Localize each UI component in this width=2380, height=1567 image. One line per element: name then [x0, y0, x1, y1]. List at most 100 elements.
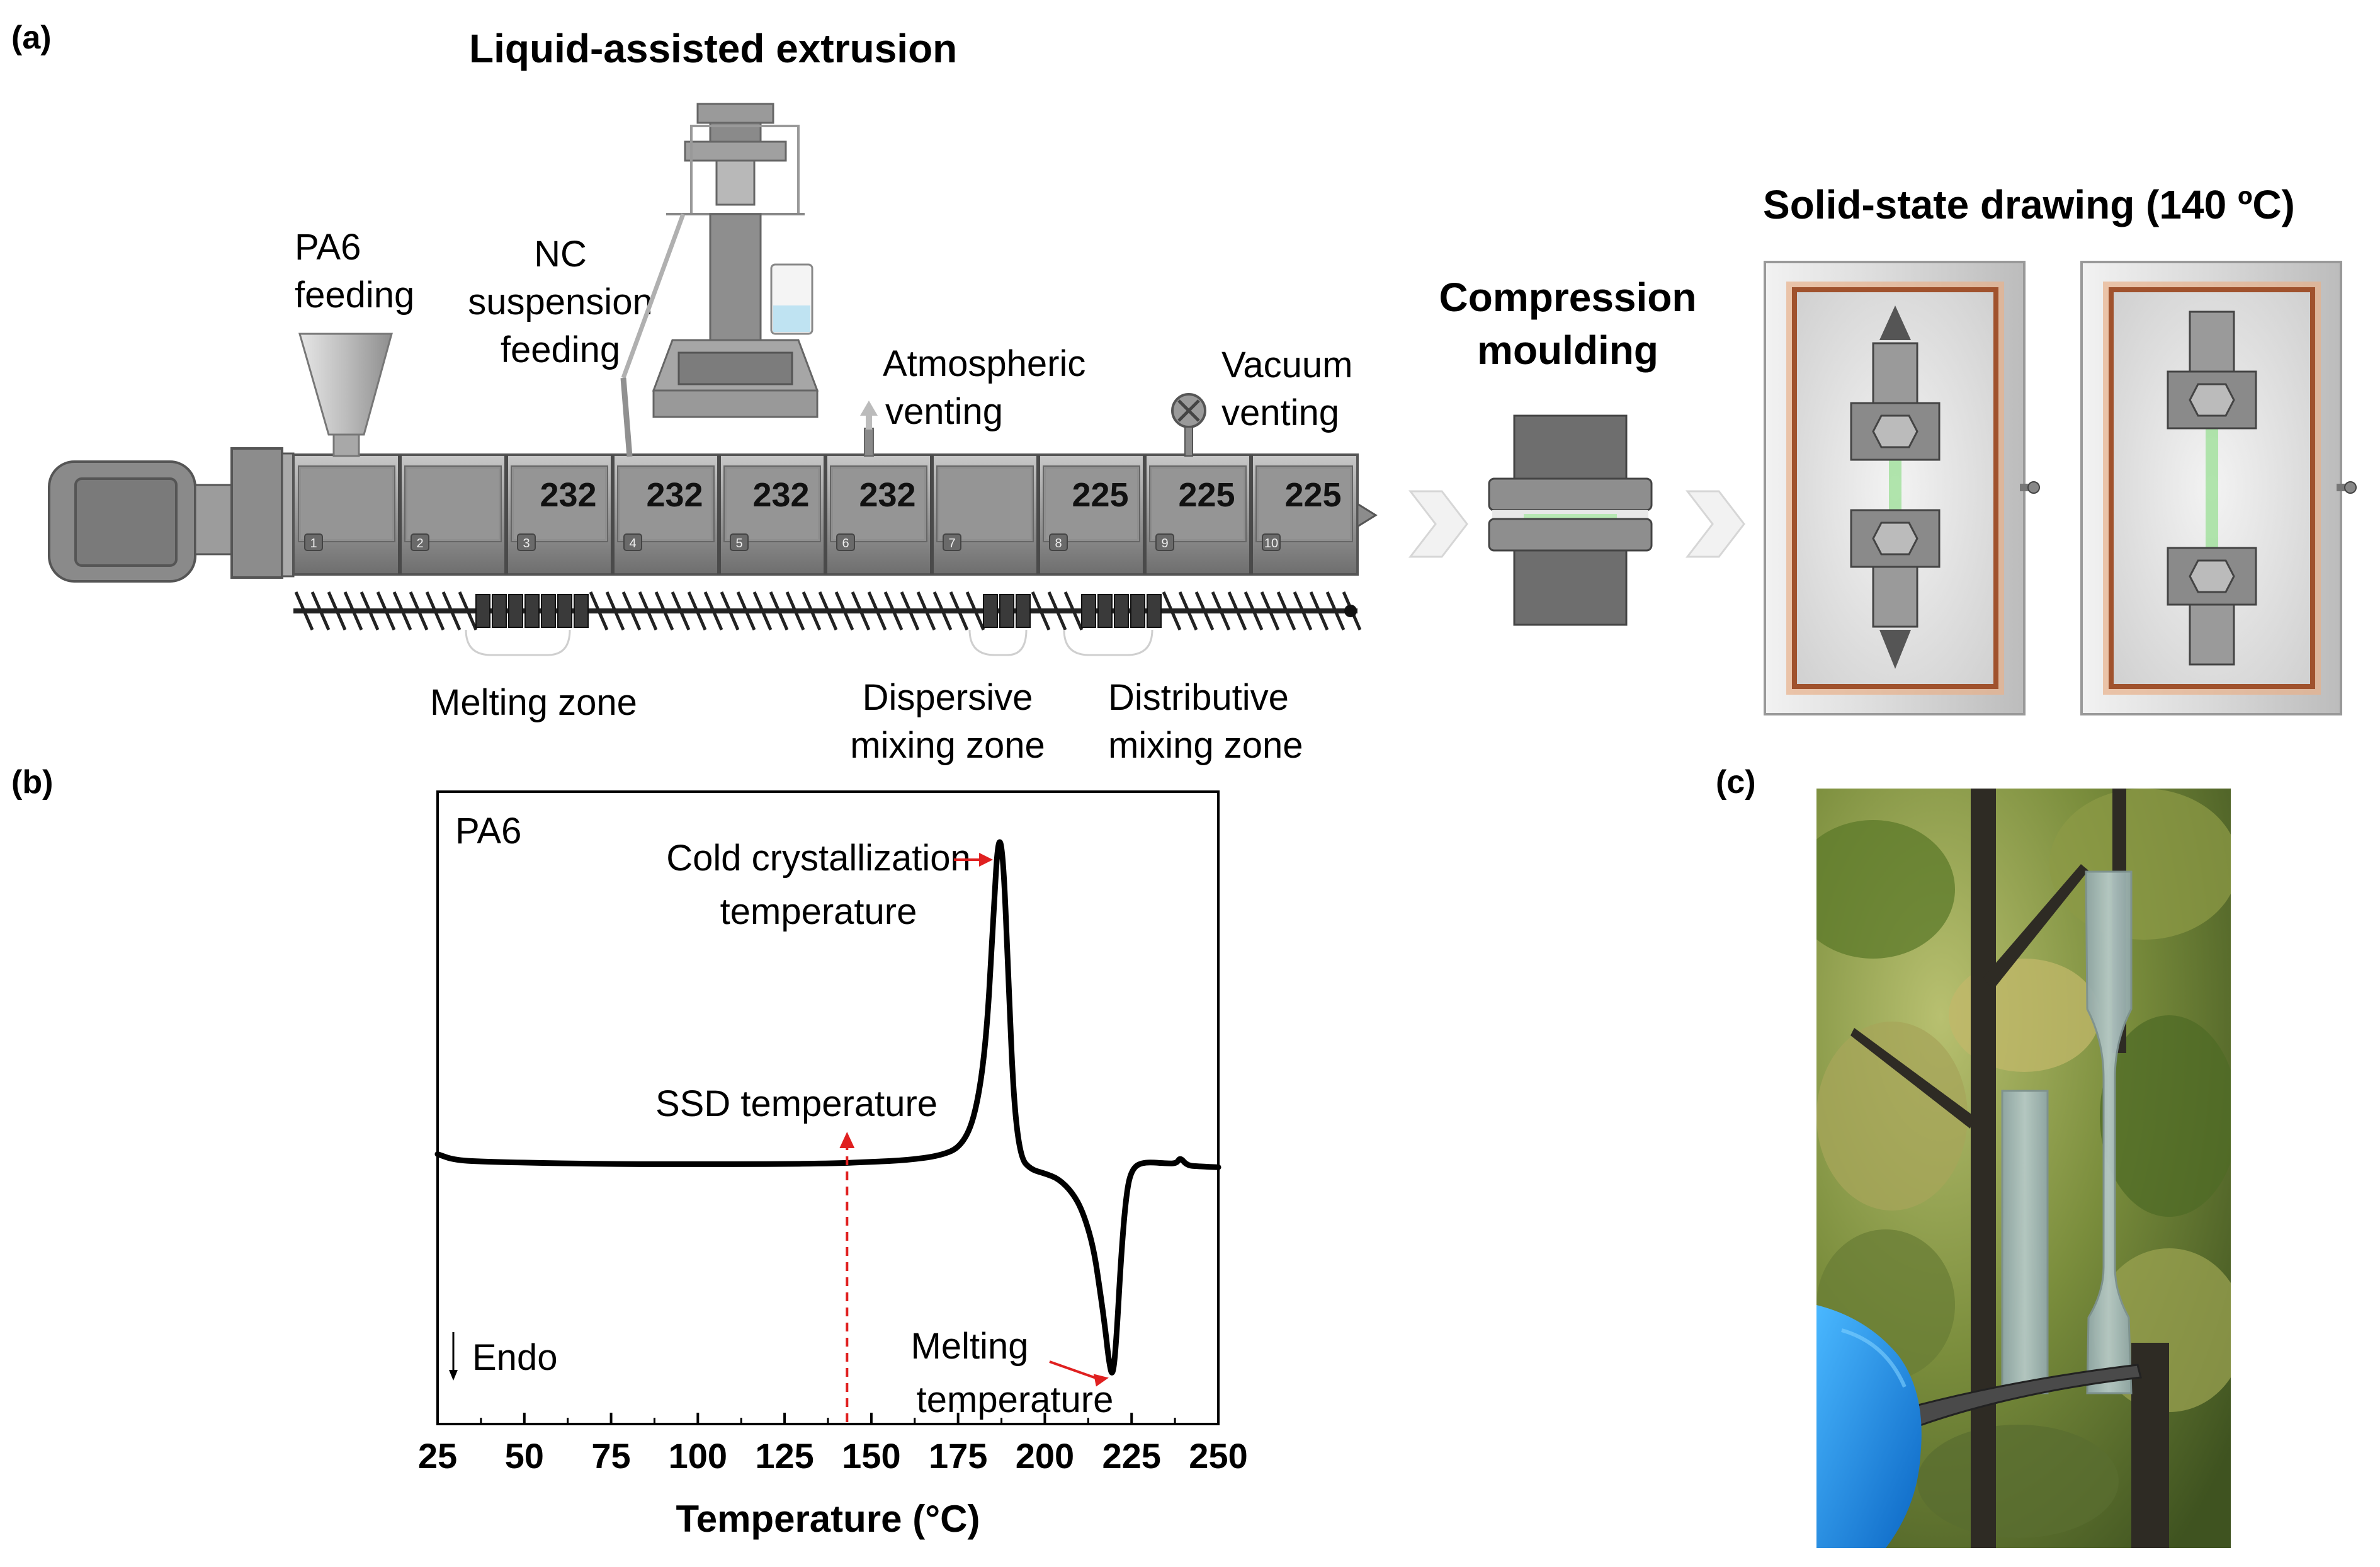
cold-cryst-label-line1: Cold crystallization: [666, 838, 971, 879]
zone-temperature: 225: [1178, 476, 1235, 514]
screw-flight: [1178, 591, 1198, 630]
atmospheric-vent: [860, 401, 878, 457]
screw-flight: [687, 591, 707, 630]
kneading-block: [557, 594, 572, 628]
x-tick-label: 125: [755, 1436, 813, 1476]
screw-flight: [883, 591, 904, 630]
sample-photo: [1816, 789, 2231, 1548]
screw-flight: [1031, 591, 1051, 630]
cold-cryst-arrowhead: [979, 853, 994, 867]
dsc-curve: [434, 839, 1221, 1376]
upper-grip: [1850, 305, 1941, 461]
screw-flight: [916, 591, 936, 630]
screw-flight: [327, 591, 347, 630]
barrel-zone-7: 7: [930, 455, 1034, 574]
kneading-block: [1147, 594, 1162, 628]
x-axis-label: Temperature (°C): [676, 1498, 980, 1540]
drawing-oven-drawn: [2080, 261, 2357, 715]
endo-label: Endo: [472, 1337, 557, 1378]
screw-flight: [1260, 591, 1280, 630]
zone-number: 3: [523, 537, 530, 550]
kneading-block: [492, 594, 507, 628]
screw-flight: [1047, 591, 1067, 630]
zone-brackets: [465, 629, 1153, 656]
kneading-block: [1114, 594, 1129, 628]
screw-flight: [343, 591, 363, 630]
screw-flight: [785, 591, 805, 630]
barrel-zone-3: 3 232: [504, 455, 608, 574]
screw-flight: [1063, 591, 1084, 630]
zone-temperature: 232: [859, 476, 915, 514]
barrel-zone-1: 1: [298, 465, 395, 551]
x-tick-label: 225: [1102, 1436, 1161, 1476]
x-tick-label: 100: [669, 1436, 727, 1476]
screw-flight: [605, 591, 625, 630]
x-tick-label: 75: [591, 1436, 630, 1476]
ssd-label: SSD temperature: [655, 1083, 938, 1124]
zone-temperature: 232: [540, 476, 596, 514]
zone-number: 9: [1161, 537, 1168, 550]
panel-c-letter: (c): [1716, 764, 1756, 801]
solid-state-drawing-title: Solid-state drawing (140 ºC): [1763, 182, 2295, 227]
screw-flight: [441, 591, 462, 630]
kneading-block: [983, 594, 998, 628]
screw-flight: [965, 591, 985, 630]
screw-flight: [671, 591, 691, 630]
barrel-zone-6: 6 232: [824, 455, 927, 574]
screw-flight: [736, 591, 756, 630]
melting-arrowhead: [1093, 1374, 1109, 1387]
x-tick-label: 200: [1016, 1436, 1074, 1476]
screw-flight: [1293, 591, 1313, 630]
screw-flight: [834, 591, 854, 630]
screw-flight: [654, 591, 674, 630]
screw-flight: [949, 591, 969, 630]
twin-screw: [293, 591, 1362, 630]
x-tick-label: 50: [505, 1436, 544, 1476]
tweezers: [1890, 1364, 2142, 1432]
screw-flight: [638, 591, 658, 630]
upper-grip-2: [2167, 311, 2257, 430]
kneading-block: [574, 594, 589, 628]
process-chevron-2: [1685, 490, 1745, 558]
screw-flight: [867, 591, 887, 630]
gloved-hand: [1816, 1305, 1922, 1548]
screw-flight: [752, 591, 773, 630]
sample-label: PA6: [455, 811, 521, 852]
screw-flight: [294, 591, 314, 630]
motor: [48, 447, 295, 583]
sample-strip-drawn: [2085, 870, 2133, 1394]
screw-flight: [769, 591, 789, 630]
zone-number: 5: [735, 537, 742, 550]
kneading-block: [508, 594, 523, 628]
panel-b-letter: (b): [11, 764, 54, 801]
zone-temperature: 232: [646, 476, 703, 514]
endo-arrowhead: [449, 1370, 458, 1381]
ssd-arrowhead: [839, 1132, 855, 1148]
extrusion-title: Liquid-assisted extrusion: [469, 26, 958, 71]
barrel-zone-4: 4 232: [611, 455, 715, 574]
sample-strip-undrawn: [2001, 1090, 2049, 1394]
screw-flight: [1276, 591, 1296, 630]
zone-temperature: 225: [1284, 476, 1341, 514]
screw-flight: [1162, 591, 1182, 630]
x-tick-label: 25: [418, 1436, 457, 1476]
screw-flight: [409, 591, 429, 630]
melting-label-line1: Melting: [911, 1326, 1029, 1367]
screw-flight: [392, 591, 412, 630]
kneading-block: [999, 594, 1014, 628]
kneading-block: [541, 594, 556, 628]
screw-flight: [1244, 591, 1264, 630]
screw-flight: [703, 591, 723, 630]
zone-number: 4: [629, 537, 636, 550]
vacuum-pump-icon: [1171, 393, 1206, 457]
foliage-background: [1816, 789, 2231, 1538]
zone-number: 6: [842, 537, 849, 550]
screw-flight: [360, 591, 380, 630]
